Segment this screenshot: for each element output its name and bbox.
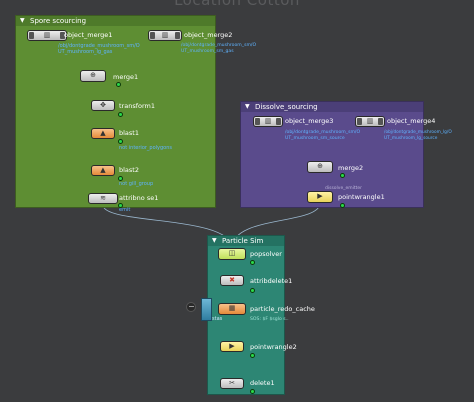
display-flag-indicator: [118, 176, 123, 181]
object-merge-icon: ▥: [161, 31, 169, 39]
node-object-merge3[interactable]: ▥: [253, 116, 283, 127]
display-flag[interactable]: [60, 32, 65, 39]
node-subtext: UT_mushroom_lg_source: [384, 136, 438, 141]
node-label: attribdelete1: [250, 277, 293, 285]
solver-icon: ◫: [228, 249, 236, 257]
blast-icon: ▲: [100, 166, 106, 174]
node-transform1[interactable]: ✥: [91, 100, 115, 111]
node-subtext: not gill_group: [119, 181, 154, 187]
display-flag-indicator: [118, 203, 123, 208]
node-particle-redo-cache[interactable]: ▦: [218, 303, 246, 315]
network-box-title: Particle Sim: [222, 237, 264, 245]
node-label: object_merge4: [387, 117, 436, 125]
node-label: attribno se1: [119, 194, 159, 202]
display-flag-indicator: [118, 112, 123, 117]
node-object-merge1[interactable]: ▥: [27, 30, 67, 41]
display-flag-indicator: [250, 353, 255, 358]
node-label: merge1: [113, 73, 139, 81]
network-box-header[interactable]: ▼ Particle Sim: [208, 236, 284, 246]
bypass-flag[interactable]: [357, 118, 362, 125]
node-popsolver[interactable]: ◫: [218, 248, 246, 260]
collapse-arrow-icon[interactable]: ▼: [245, 103, 250, 110]
node-label: pointwrangle1: [338, 193, 385, 201]
display-flag-indicator: [250, 288, 255, 293]
network-box-spore-sourcing[interactable]: ▼ Spore scourcing: [15, 15, 216, 208]
network-box-header[interactable]: ▼ Spore scourcing: [16, 16, 215, 26]
node-subtext: dissolve_emitter: [325, 186, 363, 191]
node-label: popsolver: [250, 250, 282, 258]
display-flag-indicator: [340, 173, 345, 178]
node-label: blast1: [119, 129, 139, 137]
node-merge2[interactable]: ⊕: [307, 161, 333, 173]
node-attribnoise1[interactable]: ≋: [88, 193, 118, 204]
node-label: transform1: [119, 102, 156, 110]
display-flag-indicator: [116, 82, 121, 87]
node-label: particle_redo_cache: [250, 305, 315, 313]
display-flag[interactable]: [175, 32, 180, 39]
node-subtext: SOS: $F $sglo s..: [250, 317, 289, 322]
collapse-arrow-icon[interactable]: ▼: [20, 17, 25, 24]
bypass-flag[interactable]: [29, 32, 34, 39]
file-cache-icon[interactable]: [201, 298, 212, 321]
display-flag-indicator: [340, 203, 345, 208]
wrangle-icon: ▶: [229, 342, 235, 350]
display-flag-indicator: [118, 139, 123, 144]
node-pointwrangle1[interactable]: ▶: [307, 191, 333, 203]
network-box-title: Spore scourcing: [30, 17, 87, 25]
display-flag-indicator: [250, 389, 255, 394]
node-subtext: /obj/dontgrade_mushroom_sm/O: [181, 43, 257, 48]
node-label: pointwrangle2: [250, 343, 297, 351]
node-object-merge2[interactable]: ▥: [148, 30, 182, 41]
node-label: delete1: [250, 379, 275, 387]
node-label: object_merge3: [285, 117, 334, 125]
node-subtext: UT_mushroom_sm_gas: [181, 49, 234, 54]
object-merge-icon: ▥: [366, 117, 374, 125]
node-blast1[interactable]: ▲: [91, 128, 115, 139]
collapse-arrow-icon[interactable]: ▼: [212, 237, 217, 244]
display-flag[interactable]: [378, 118, 383, 125]
node-subtext: emit: [119, 207, 131, 213]
network-box-title: Dissolve_sourcing: [255, 103, 318, 111]
network-box-header[interactable]: ▼ Dissolve_sourcing: [241, 102, 423, 112]
disconnected-input-icon[interactable]: [186, 302, 196, 312]
node-merge1[interactable]: ⊕: [80, 70, 106, 82]
bypass-flag[interactable]: [255, 118, 260, 125]
merge-icon: ⊕: [90, 71, 96, 79]
cache-icon: ▦: [228, 304, 236, 312]
object-merge-icon: ▥: [264, 117, 272, 125]
display-flag-indicator: [250, 260, 255, 265]
delete-icon: ✖: [229, 276, 235, 284]
node-pointwrangle2[interactable]: ▶: [220, 341, 244, 352]
node-label: object_merge1: [64, 31, 113, 39]
noise-icon: ≋: [100, 194, 106, 202]
wrangle-icon: ▶: [317, 192, 323, 200]
blast-icon: ▲: [100, 129, 106, 137]
transform-icon: ✥: [100, 101, 106, 109]
node-label: object_merge2: [184, 31, 233, 39]
node-label: merge2: [338, 164, 364, 172]
node-subtext: /obj/dontgrade_mushroom_sm/O: [285, 130, 361, 135]
node-subtext: /obj/dontgrade_mushroom_lg/O: [384, 130, 452, 135]
network-context-title: Location Cotton: [174, 0, 300, 9]
object-merge-icon: ▥: [43, 31, 51, 39]
node-subtext: /obj/dontgrade_mushroom_sm/O: [58, 43, 140, 49]
node-blast2[interactable]: ▲: [91, 165, 115, 176]
node-subtext: UT_mushroom_lg_gas: [58, 49, 113, 55]
bypass-flag[interactable]: [150, 32, 155, 39]
node-delete1[interactable]: ✂: [220, 378, 244, 389]
merge-icon: ⊕: [317, 162, 323, 170]
node-object-merge4[interactable]: ▥: [355, 116, 385, 127]
delete-icon: ✂: [229, 379, 235, 387]
side-label: stas: [212, 316, 223, 322]
display-flag[interactable]: [276, 118, 281, 125]
node-subtext: not interior_polygons: [119, 145, 173, 151]
node-label: blast2: [119, 166, 139, 174]
node-attribdelete1[interactable]: ✖: [220, 275, 244, 286]
node-subtext: UT_mushroom_sm_source: [285, 136, 345, 141]
